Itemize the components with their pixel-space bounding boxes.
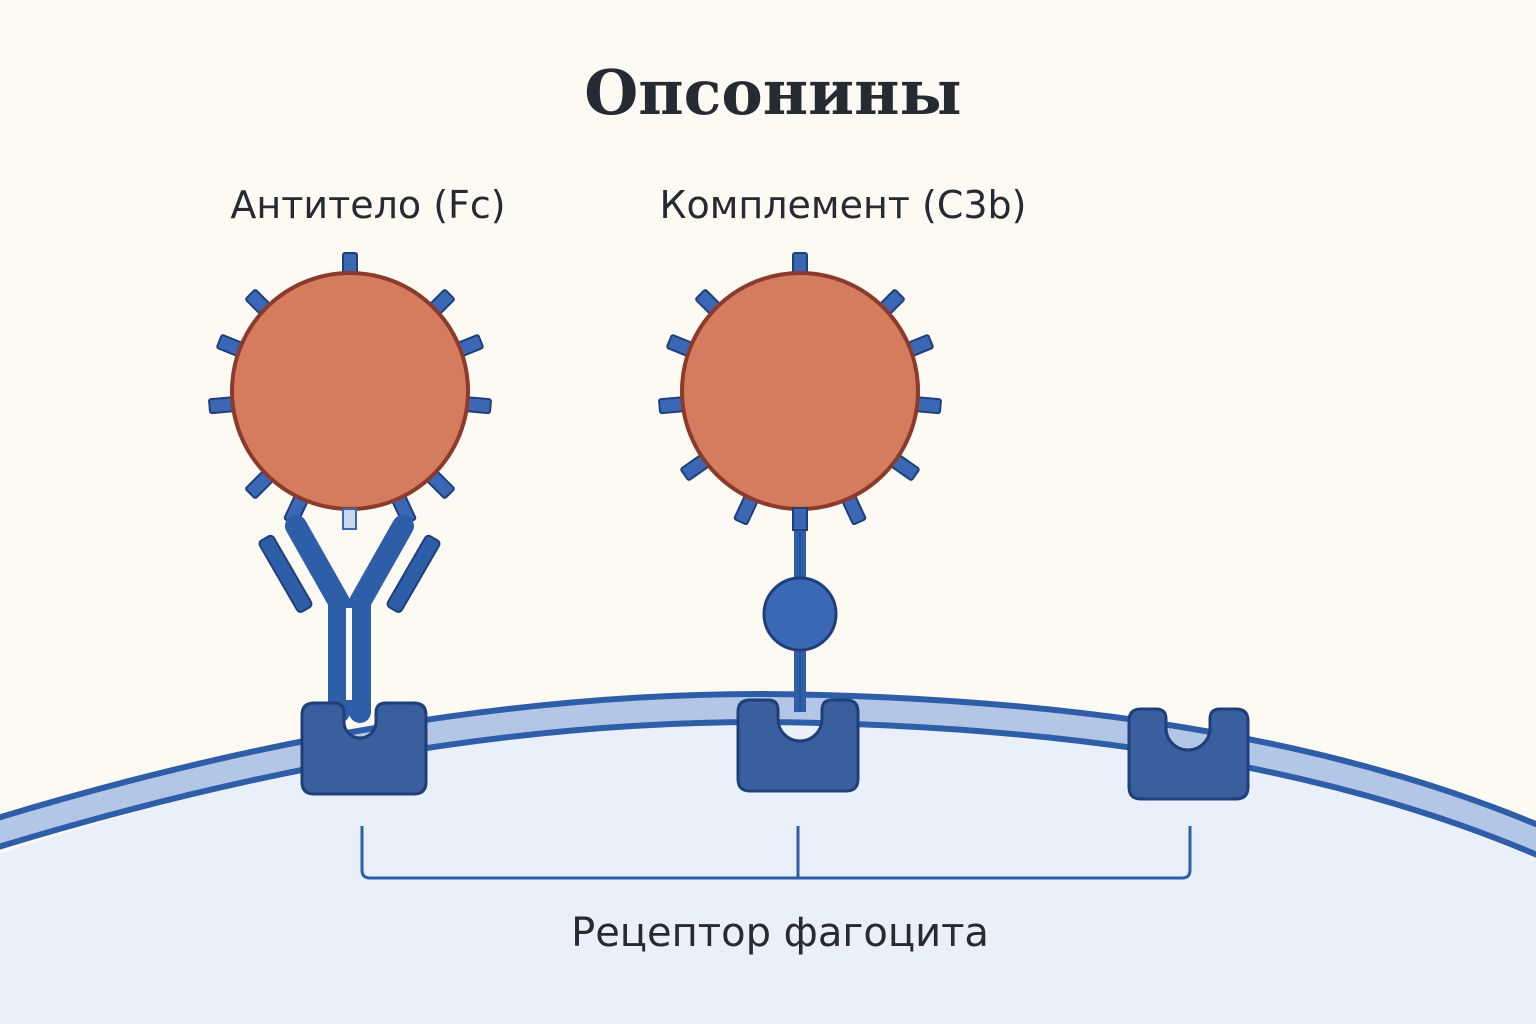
antibody-light-chain-left [258,534,313,613]
complement-c3b [762,507,838,712]
receptor-3 [1127,707,1250,801]
receptor-caption: Рецептор фагоцита [571,910,989,956]
diagram-title: Опсонины [584,56,961,129]
pathogen-body-left [230,271,470,511]
pathogen-left [208,252,492,530]
pathogen-body-right [680,271,920,511]
antibody [258,515,441,723]
antibody-outline [285,515,414,723]
antibody-label: Антитело (Fc) [230,183,505,227]
c3b-globule [762,576,838,652]
receptor-1 [300,701,428,796]
pathogen-right [658,252,942,526]
receptor-2 [736,698,860,793]
receptor-bracket [360,826,1192,880]
antigen-spikes-right [658,252,942,526]
complement-label: Комплемент (C3b) [660,183,1027,227]
antibody-light-chain-right [386,534,441,613]
